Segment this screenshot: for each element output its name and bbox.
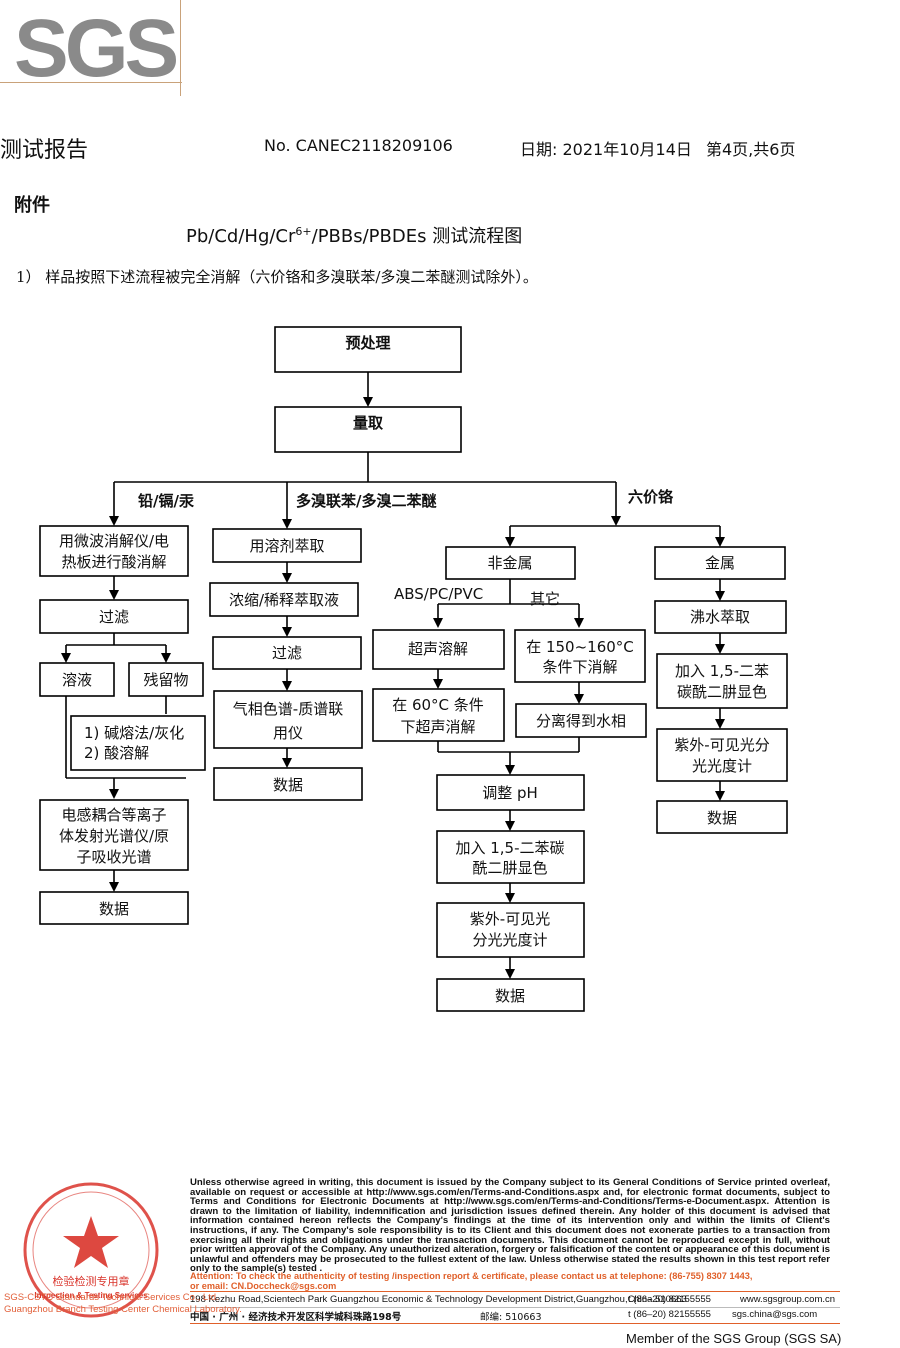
text-pbb-gcms-1: 气相色谱-质谱联 <box>233 700 343 718</box>
text-pbb-extract: 用溶剂萃取 <box>249 537 324 555</box>
text-nm-uv-2: 分光光度计 <box>472 931 547 949</box>
text-nm-dpc-1: 加入 1,5-二苯碳 <box>455 839 564 857</box>
phone-en: t (86–20) 82155555 <box>628 1294 711 1305</box>
box-separate <box>515 703 647 738</box>
text-separate: 分离得到水相 <box>536 712 626 730</box>
phone-cn: t (86–20) 82155555 <box>628 1309 711 1320</box>
legal-disclaimer: Unless otherwise agreed in writing, this… <box>190 1177 830 1275</box>
box-measure <box>274 406 462 453</box>
label-abs-pc-pvc: ABS/PC/PVC <box>394 585 483 603</box>
text-nm-dpc-2: 酰二肼显色 <box>472 859 547 877</box>
text-pretreatment: 预处理 <box>345 334 390 352</box>
text-ultra60-1: 在 60°C 条件 <box>392 696 484 714</box>
text-nm-uv-1: 紫外-可见光 <box>470 910 550 928</box>
text-hm-icp-1: 电感耦合等离子 <box>61 806 166 824</box>
label-heavy-metals: 铅/镉/汞 <box>138 492 195 510</box>
footer-rule-mid <box>190 1307 840 1308</box>
text-pbb-data: 数据 <box>273 776 303 794</box>
flow-chart-title: Pb/Cd/Hg/Cr6+/PBBs/PBDEs 测试流程图 <box>186 225 523 247</box>
text-ultra60-2: 下超声消解 <box>400 718 475 736</box>
report-title: 测试报告 <box>0 138 89 163</box>
box-m-uv <box>656 728 788 782</box>
text-hm-filter: 过滤 <box>99 608 129 626</box>
text-hm-data: 数据 <box>99 900 129 918</box>
report-number: No. CANEC2118209106 <box>264 136 453 155</box>
box-pbb-data <box>213 767 363 801</box>
text-m-dpc-2: 碳酰二肼显色 <box>677 683 767 701</box>
authenticity-email: or email: CN.Doccheck@sgs.com <box>190 1281 337 1291</box>
text-pbb-concentrate: 浓缩/稀释萃取液 <box>229 591 339 609</box>
box-hm-data <box>39 891 189 925</box>
text-adjust-ph: 调整 pH <box>482 784 538 802</box>
box-m-data <box>656 800 788 834</box>
stamp-text: 检验检测专用章 <box>53 1274 130 1288</box>
box-hm-solution <box>39 662 115 697</box>
text-measure: 量取 <box>353 414 384 432</box>
box-hm-residue <box>128 662 204 697</box>
label-cr6: 六价铬 <box>628 488 674 506</box>
text-m-dpc-1: 加入 1,5-二苯 <box>675 662 769 680</box>
email: sgs.china@sgs.com <box>732 1309 818 1320</box>
box-nm-dpc <box>436 830 585 884</box>
website: www.sgsgroup.com.cn <box>740 1294 836 1305</box>
postcode-cn: 邮编: 510663 <box>480 1312 542 1323</box>
attachment-heading: 附件 <box>14 195 50 216</box>
text-hm-icp-2: 体发射光谱仪/原 <box>59 827 169 845</box>
authenticity-attention: Attention: To check the authenticity of … <box>190 1271 753 1281</box>
address-cn: 中国 · 广州 · 经济技术开发区科学城科珠路198号 <box>190 1312 402 1323</box>
text-m-uv-1: 紫外-可见光分 <box>674 736 769 754</box>
text-boil: 沸水萃取 <box>690 608 750 626</box>
report-date: 日期: 2021年10月14日 <box>520 140 692 159</box>
page-indicator: 第4页,共6页 <box>706 140 796 159</box>
lab-name-line2: Guangzhou Branch Testing Center Chemical… <box>4 1304 242 1315</box>
box-nm-data <box>436 978 585 1012</box>
footer-rule-top <box>190 1291 840 1292</box>
address-en: 198 Kezhu Road,Scientech Park Guangzhou … <box>190 1294 687 1305</box>
text-digest150-1: 在 150~160°C <box>526 638 634 656</box>
box-nonmetal <box>445 546 576 580</box>
text-hm-residue-step2: 2) 酸溶解 <box>84 744 149 762</box>
logo-rule-vertical <box>180 0 181 96</box>
label-pbb-pbde: 多溴联苯/多溴二苯醚 <box>296 492 436 510</box>
box-ultra60 <box>372 688 505 742</box>
text-pbb-gcms-2: 用仪 <box>273 724 303 742</box>
box-hm-filter <box>39 599 189 634</box>
text-hm-residue: 残留物 <box>143 671 188 689</box>
box-ultrasonic <box>372 629 505 670</box>
test-flowchart: 预处理 量取 铅/镉/汞 多溴联苯/多溴二苯醚 六价铬 用微波消解仪/电 热板进… <box>39 326 788 1012</box>
sgs-member-line: Member of the SGS Group (SGS SA) <box>626 1331 842 1346</box>
logo-rule-horizontal <box>0 82 182 83</box>
label-other: 其它 <box>530 590 560 608</box>
box-m-dpc <box>656 653 788 709</box>
text-hm-digest-1: 用微波消解仪/电 <box>59 532 169 550</box>
box-adjust-ph <box>436 774 585 811</box>
text-nm-data: 数据 <box>495 987 525 1005</box>
box-hm-icp <box>39 799 189 871</box>
text-m-data: 数据 <box>707 809 737 827</box>
text-digest150-2: 条件下消解 <box>542 658 617 676</box>
text-m-uv-2: 光光度计 <box>692 757 752 775</box>
digestion-note: 1） 样品按照下述流程被完全消解（六价铬和多溴联苯/多溴二苯醚测试除外）。 <box>16 268 538 286</box>
text-ultrasonic: 超声溶解 <box>408 640 468 658</box>
sgs-logo: SGS <box>14 3 179 94</box>
footer-rule-bottom <box>190 1323 840 1324</box>
box-digest150 <box>514 629 646 683</box>
text-hm-residue-step1: 1) 碱熔法/灰化 <box>84 724 184 742</box>
lab-name: SGS-CSTC Standards Technical Services Co… <box>4 1292 242 1316</box>
text-hm-icp-3: 子吸收光谱 <box>76 848 151 866</box>
stamp-en: Inspection & Testing Services <box>34 1291 148 1300</box>
text-nonmetal: 非金属 <box>487 554 532 572</box>
box-hm-residue-steps <box>70 715 206 771</box>
inspection-stamp: 检验检测专用章 Inspection & Testing Services <box>23 1182 159 1318</box>
box-pbb-gcms <box>213 690 363 749</box>
text-pbb-filter: 过滤 <box>272 644 302 662</box>
text-hm-digest-2: 热板进行酸消解 <box>61 553 166 571</box>
box-pbb-concentrate <box>209 582 359 617</box>
text-hm-solution: 溶液 <box>62 671 92 689</box>
box-pretreatment <box>274 326 462 373</box>
text-metal: 金属 <box>705 554 735 572</box>
lab-name-line1: SGS-CSTC Standards Technical Services Co… <box>4 1292 219 1303</box>
box-nm-uv <box>436 902 585 958</box>
